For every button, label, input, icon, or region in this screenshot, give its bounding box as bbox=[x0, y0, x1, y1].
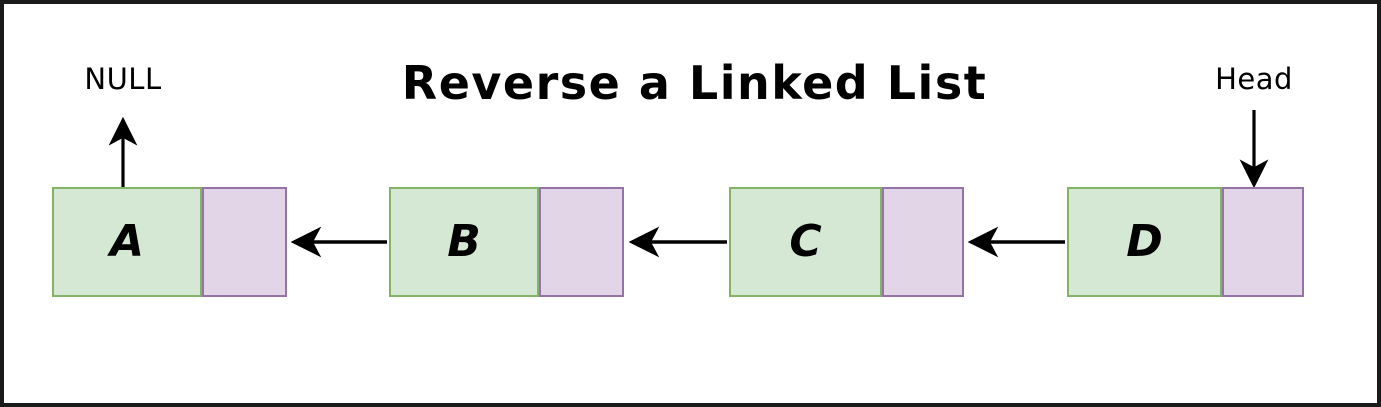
list-node-b: B bbox=[389, 187, 624, 297]
node-d-pointer-cell bbox=[1222, 187, 1304, 297]
page-title: Reverse a Linked List bbox=[401, 56, 988, 110]
node-b-data-cell: B bbox=[389, 187, 539, 297]
node-c-pointer-cell bbox=[882, 187, 964, 297]
node-a-pointer-cell bbox=[202, 187, 287, 297]
node-b-pointer-cell bbox=[539, 187, 624, 297]
arrows-layer bbox=[108, 110, 1269, 258]
node-c-value: C bbox=[789, 216, 822, 267]
null-label: NULL bbox=[84, 62, 162, 96]
list-node-c: C bbox=[729, 187, 964, 297]
node-a-data-cell: A bbox=[52, 187, 202, 297]
node-b-value: B bbox=[447, 216, 481, 267]
list-node-a: A bbox=[52, 187, 287, 297]
head-label: Head bbox=[1215, 62, 1293, 96]
node-a-value: A bbox=[109, 216, 145, 267]
node-d-data-cell: D bbox=[1067, 187, 1222, 297]
node-c-data-cell: C bbox=[729, 187, 882, 297]
node-d-value: D bbox=[1126, 216, 1163, 267]
list-node-d: D bbox=[1067, 187, 1304, 297]
